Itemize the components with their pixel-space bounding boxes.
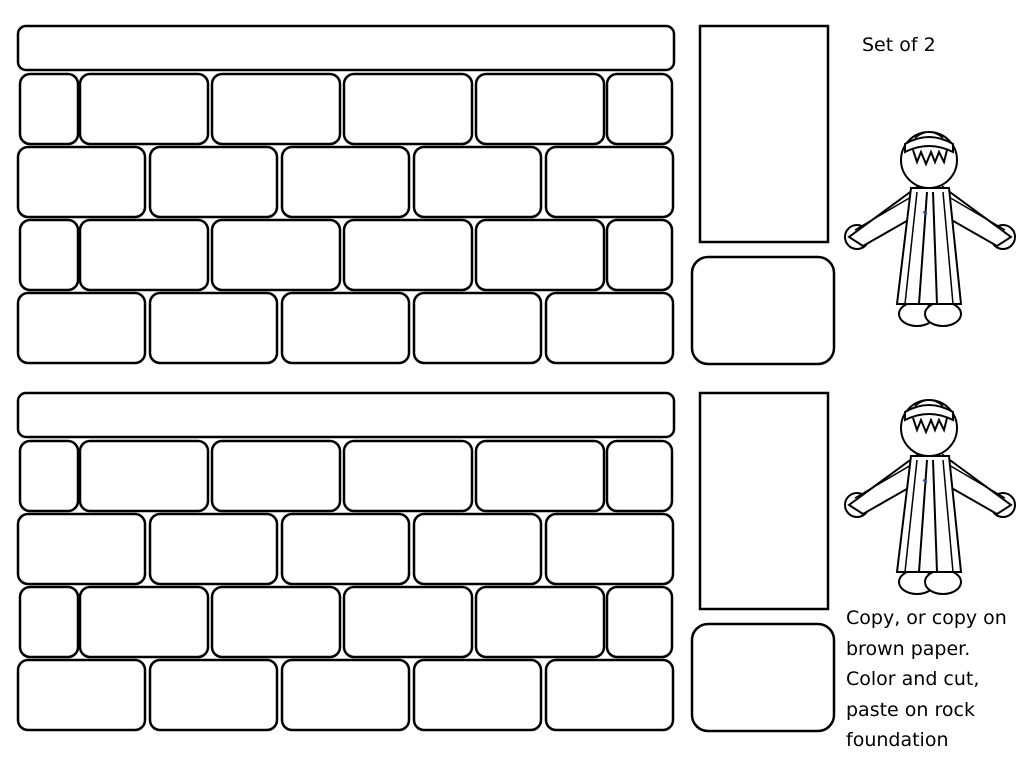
wall-brick <box>474 72 606 146</box>
wall-brick <box>342 218 474 292</box>
wall-brick <box>280 291 411 365</box>
wall-brick <box>78 218 210 292</box>
wall-brick <box>210 585 342 659</box>
door-panel <box>698 391 830 611</box>
instructions-text: Copy, or copy on brown paper. Color and … <box>846 603 1022 756</box>
wall-brick <box>18 585 80 659</box>
instructions-line: brown paper. <box>846 637 971 660</box>
wall-brick <box>605 218 674 292</box>
wall-brick <box>210 439 342 513</box>
wall-brick <box>474 439 606 513</box>
wall-brick <box>342 585 474 659</box>
wall-brick <box>18 72 80 146</box>
wall-brick <box>412 658 543 732</box>
wall-brick <box>474 585 606 659</box>
wall-brick <box>78 439 210 513</box>
wall-cap-brick <box>16 24 676 72</box>
wall-brick <box>544 291 675 365</box>
wall-brick <box>412 145 543 219</box>
wall-brick <box>210 218 342 292</box>
set-label: Set of 2 <box>862 34 936 56</box>
wall-brick <box>544 512 675 586</box>
wall-brick <box>342 439 474 513</box>
instructions-line: paste on rock <box>846 698 975 721</box>
wall-brick <box>342 72 474 146</box>
instructions-line: Color and cut, <box>846 668 980 690</box>
wall-brick <box>78 72 210 146</box>
wall-brick <box>605 439 674 513</box>
wall-brick <box>18 439 80 513</box>
wall-brick <box>148 658 279 732</box>
wall-brick <box>544 658 675 732</box>
wall-brick <box>16 145 147 219</box>
wall-brick <box>16 291 147 365</box>
instructions-line: foundation <box>846 729 949 751</box>
wall-brick <box>280 145 411 219</box>
door-and-step-pieces <box>690 24 836 733</box>
wall-brick <box>18 218 80 292</box>
wall-brick <box>16 512 147 586</box>
wall-brick <box>412 291 543 365</box>
wall-brick <box>210 72 342 146</box>
man-in-robe-figure-bottom <box>844 399 1016 595</box>
wall-brick <box>148 291 279 365</box>
wall-brick <box>148 145 279 219</box>
door-panel <box>698 24 830 244</box>
wall-brick <box>544 145 675 219</box>
brick-walls <box>16 24 676 732</box>
wall-brick <box>605 72 674 146</box>
wall-brick <box>474 218 606 292</box>
step-stone <box>690 622 836 733</box>
wall-brick <box>412 512 543 586</box>
wall-brick <box>605 585 674 659</box>
step-stone <box>690 255 836 366</box>
wall-brick <box>148 512 279 586</box>
man-in-robe-figure-top <box>844 131 1016 327</box>
wall-cap-brick <box>16 391 676 439</box>
wall-brick <box>280 512 411 586</box>
wall-brick <box>78 585 210 659</box>
wall-brick <box>280 658 411 732</box>
instructions-line: Copy, or copy on <box>846 607 1007 629</box>
wall-brick <box>16 658 147 732</box>
